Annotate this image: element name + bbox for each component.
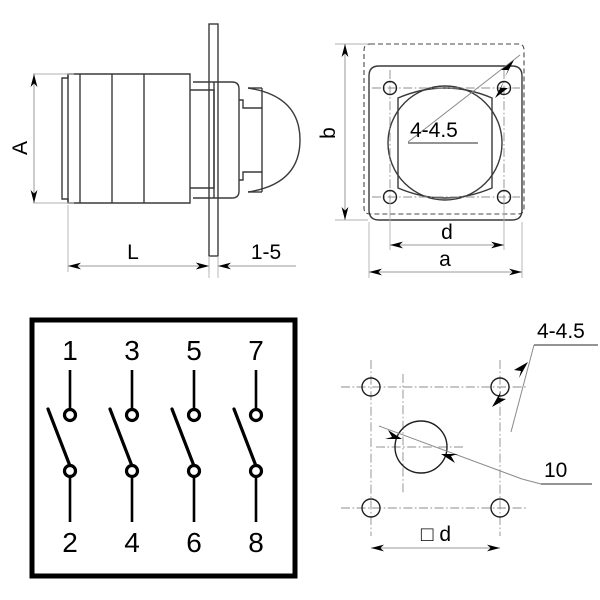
switch-pole-2: 3 4	[108, 335, 140, 558]
callout-drill-four-holes: 4-4.5	[492, 320, 598, 433]
dimension-d: d	[389, 199, 505, 250]
drill-hole-bottom-left	[361, 498, 381, 518]
drill-hole-top-left	[361, 377, 381, 397]
dimension-panel-thickness-label: 1-5	[251, 241, 281, 264]
dimension-a: a	[368, 222, 523, 278]
knob-outline	[247, 87, 301, 193]
switch-body-outline	[61, 73, 191, 204]
switch-pole-3: 5 6	[170, 335, 202, 558]
callout-drill-four-holes-label: 4-4.5	[537, 320, 585, 343]
dimension-b: b	[317, 43, 368, 221]
dimension-panel-thickness: 1-5	[190, 241, 296, 278]
panel-plate-outline	[208, 23, 219, 257]
contact-lower-3	[186, 463, 202, 479]
dimension-square-d: □ d	[371, 523, 500, 552]
front-panel-view: 4-4.5 b d a	[317, 43, 525, 278]
dimension-A-label: A	[9, 141, 32, 155]
drill-hole-center-shaft	[394, 420, 448, 474]
panel-boss-circle	[387, 85, 503, 201]
terminal-label-8: 8	[248, 527, 264, 558]
panel-boss-outline	[397, 87, 493, 199]
panel-front-plate-outline	[368, 65, 523, 221]
terminal-label-5: 5	[186, 335, 202, 366]
drill-callout-arrow-lower	[492, 391, 506, 407]
mounting-collar-outline	[193, 81, 240, 199]
contact-upper-4	[248, 407, 264, 423]
terminal-label-3: 3	[124, 335, 140, 366]
callout-center-hole: 10	[378, 425, 592, 485]
terminal-label-7: 7	[248, 335, 264, 366]
terminal-label-6: 6	[186, 527, 202, 558]
contact-upper-2	[124, 407, 140, 423]
terminal-label-2: 2	[62, 527, 78, 558]
callout-arrow-upper	[501, 60, 514, 77]
circuit-diagram-frame	[29, 317, 298, 579]
dimension-b-label: b	[317, 127, 340, 139]
front-bushing-outline	[239, 99, 263, 181]
switch-pole-4: 7 8	[232, 335, 264, 558]
center-callout-arrow-right	[441, 454, 458, 463]
contact-lower-1	[62, 463, 78, 479]
drill-hole-top-right	[490, 377, 510, 397]
contact-upper-1	[62, 407, 78, 423]
shaft-boss-outline	[190, 89, 215, 189]
dimension-square-d-label: □ d	[421, 523, 451, 546]
dimension-L-label: L	[127, 241, 139, 264]
terminal-label-4: 4	[124, 527, 140, 558]
panel-outer-dashed-outline	[363, 43, 525, 215]
panel-drilling-pattern: 4-4.5 10 □ d	[341, 320, 598, 552]
dimension-a-label: a	[439, 248, 451, 271]
dimension-L: L	[67, 205, 210, 272]
side-elevation-view: A L 1-5	[9, 23, 301, 278]
mounting-hole-top-left	[382, 80, 398, 96]
callout-center-hole-label: 10	[544, 459, 567, 482]
contact-upper-3	[186, 407, 202, 423]
contact-wiring-diagram: 1 2 3 4 5 6	[29, 317, 298, 579]
dimension-d-label: d	[441, 221, 453, 244]
terminal-label-1: 1	[62, 335, 78, 366]
switch-pole-1: 1 2	[46, 335, 78, 558]
callout-arrow-lower	[495, 81, 508, 98]
drill-hole-bottom-right	[490, 498, 510, 518]
contact-lower-4	[248, 463, 264, 479]
dimension-A: A	[9, 73, 74, 204]
mounting-hole-top-right	[496, 80, 512, 96]
drill-callout-arrow-upper	[514, 362, 528, 378]
contact-lower-2	[124, 463, 140, 479]
center-callout-arrow-left	[385, 430, 402, 439]
drilling-mounting-holes	[361, 377, 510, 518]
drilling-centerlines	[341, 360, 528, 536]
callout-four-holes-label: 4-4.5	[410, 119, 458, 142]
callout-four-holes: 4-4.5	[407, 54, 521, 144]
